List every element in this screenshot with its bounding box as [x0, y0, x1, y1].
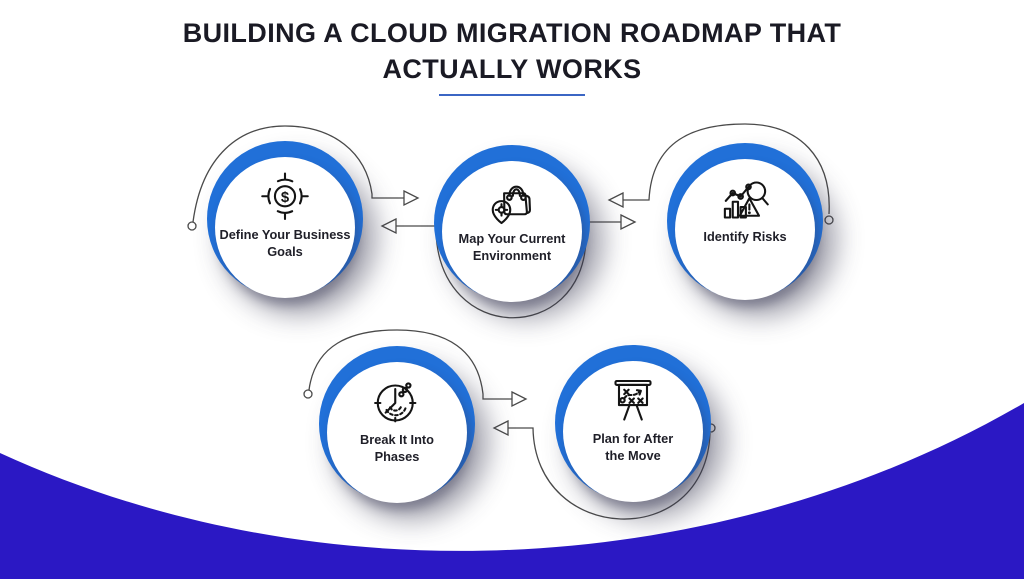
step-label: Identify Risks	[703, 229, 787, 244]
step-label: Define Your Business Goals	[219, 227, 351, 259]
risk-analysis-icon	[723, 181, 769, 219]
step-inner: $ Define Your Business Goals	[215, 157, 355, 298]
arrow-right-2-3-icon	[620, 213, 637, 231]
connector-dot-left-1	[187, 221, 197, 231]
step-label: Map Your Current Environment	[458, 231, 566, 263]
page-title: BUILDING A CLOUD MIGRATION ROADMAP THAT …	[182, 18, 842, 84]
step-label: Break It Into Phases	[360, 432, 434, 464]
title-block: BUILDING A CLOUD MIGRATION ROADMAP THAT …	[0, 16, 1024, 97]
bag-location-icon	[491, 185, 531, 225]
step-circle-identify-risks: Identify Risks	[667, 143, 823, 300]
connector-dot-left-4	[303, 389, 313, 399]
arrow-left-3-2-icon	[607, 191, 624, 209]
dollar-target-icon: $	[261, 172, 309, 221]
step-inner: Plan for After the Move	[563, 361, 703, 502]
svg-text:$: $	[281, 190, 290, 206]
arrow-right-4-5-icon	[511, 390, 528, 408]
clock-phases-icon	[374, 382, 417, 423]
connector-dot-right-3	[824, 215, 834, 225]
step-inner: Map Your Current Environment	[442, 161, 582, 302]
step-inner: Identify Risks	[675, 159, 815, 300]
step-inner: Break It Into Phases	[327, 362, 467, 503]
step-label: Plan for After the Move	[592, 431, 674, 463]
step-circle-define-goals: $ Define Your Business Goals	[207, 141, 363, 298]
step-circle-break-phases: Break It Into Phases	[319, 346, 475, 503]
arrow-right-1-2-icon	[403, 189, 420, 207]
step-circle-plan-after-move: Plan for After the Move	[555, 345, 711, 502]
strategy-board-icon	[614, 379, 652, 421]
arrow-left-5-4-icon	[492, 419, 509, 437]
step-circle-map-environment: Map Your Current Environment	[434, 145, 590, 302]
arrow-left-2-1-icon	[380, 217, 397, 235]
title-underline	[439, 94, 585, 97]
